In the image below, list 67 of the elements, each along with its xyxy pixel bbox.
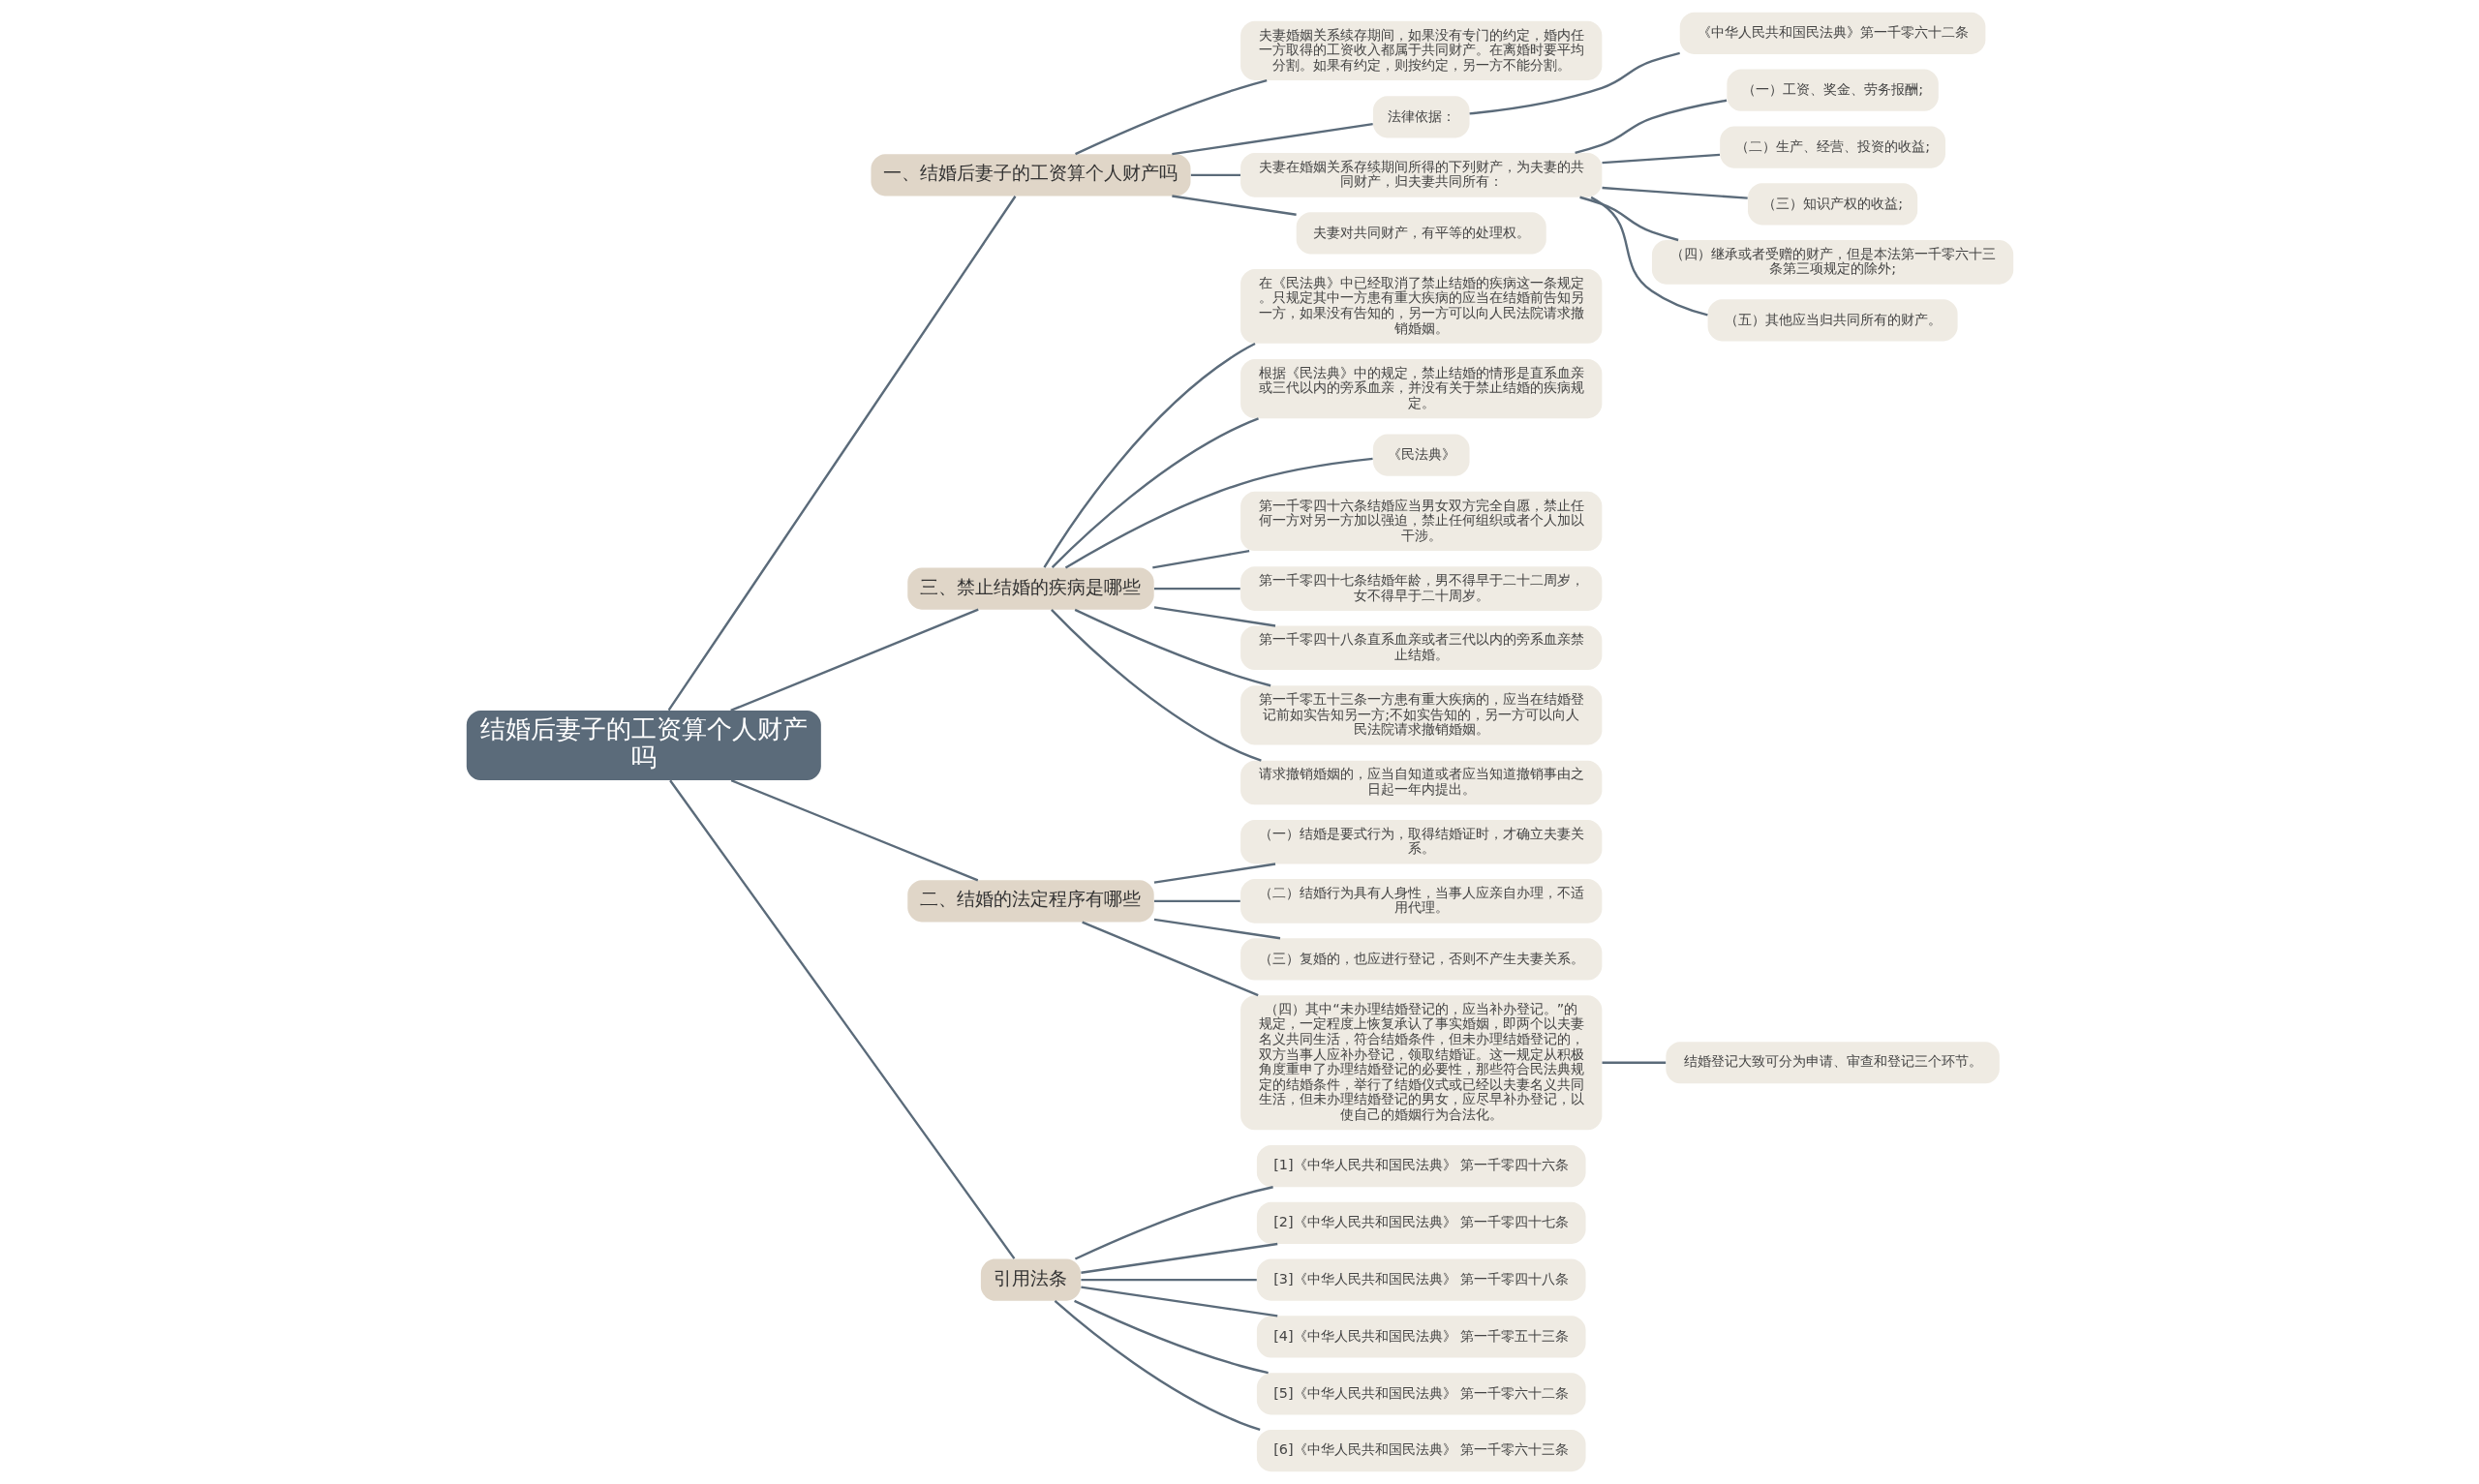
connector xyxy=(1590,196,1708,317)
connector xyxy=(1073,1299,1269,1375)
node-box: 夫妻对共同财产，有平等的处理权。 xyxy=(1296,212,1546,255)
node-box: （二）结婚行为具有人身性，当事人应亲自办理，不适用代理。 xyxy=(1240,879,1602,924)
node-box: （三）知识产权的收益; xyxy=(1747,183,1917,226)
connector xyxy=(1469,51,1680,115)
node-box: 二、结婚的法定程序有哪些 xyxy=(906,880,1154,923)
node-box: [4]《中华人民共和国民法典》 第一千零五十三条 xyxy=(1256,1316,1586,1358)
connector xyxy=(1074,608,1270,687)
connector xyxy=(1151,549,1249,569)
node-box: 《民法典》 xyxy=(1372,434,1470,476)
connector xyxy=(1080,1242,1277,1274)
node-box: 引用法条 xyxy=(980,1258,1081,1301)
connector xyxy=(1050,609,1262,762)
node-box: （五）其他应当归共同所有的财产。 xyxy=(1707,299,1958,342)
node-box: 三、禁止结婚的疾病是哪些 xyxy=(906,567,1154,610)
node-box: 夫妻在婚姻关系存续期间所得的下列财产，为夫妻的共同财产，归夫妻共同所有： xyxy=(1240,153,1602,197)
node-box: 第一千零四十六条结婚应当男女双方完全自愿，禁止任何一方对另一方加以强迫，禁止任何组织或者个人加以干涉。 xyxy=(1240,491,1602,552)
node-box: （四）继承或者受赠的财产，但是本法第一千零六十三条第三项规定的除外; xyxy=(1651,240,2013,285)
node-box: 结婚登记大致可分为申请、审查和登记三个环节。 xyxy=(1665,1042,2000,1084)
connector xyxy=(1153,863,1275,884)
connector xyxy=(1081,921,1259,997)
connector xyxy=(1051,417,1259,568)
connector xyxy=(1042,342,1256,568)
node-box: （二）生产、经营、投资的收益; xyxy=(1719,126,1945,168)
node-box: [2]《中华人民共和国民法典》 第一千零四十七条 xyxy=(1256,1201,1586,1244)
node-box: [5]《中华人民共和国民法典》 第一千零六十二条 xyxy=(1256,1373,1586,1415)
node-box: 根据《民法典》中的规定，禁止结婚的情形是直系血亲或三代以内的旁系血亲，并没有关于禁止结婚的疾病规定。 xyxy=(1240,359,1602,419)
node-box: 法律依据： xyxy=(1372,96,1470,138)
node-box: 夫妻婚姻关系续存期间，如果没有专门的约定，婚内任一方取得的工资收入都属于共同财产。在离婚时要平均分割。如果有约定，则按约定，另一方不能分割。 xyxy=(1240,20,1602,80)
connector xyxy=(1080,1278,1257,1282)
connector xyxy=(667,196,1016,712)
connector xyxy=(1074,78,1267,156)
connector xyxy=(1574,99,1727,155)
connector xyxy=(1064,457,1373,569)
connector xyxy=(1080,1286,1277,1317)
connector xyxy=(1171,195,1297,216)
node-box: 一、结婚后妻子的工资算个人财产吗 xyxy=(870,154,1190,197)
node-box: [1]《中华人民共和国民法典》 第一千零四十六条 xyxy=(1256,1144,1586,1188)
node-box: 第一千零四十七条结婚年龄，男不得早于二十二周岁，女不得早于二十周岁。 xyxy=(1240,566,1602,611)
connector xyxy=(1171,122,1373,156)
node-box: （三）复婚的，也应进行登记，否则不产生夫妻关系。 xyxy=(1240,938,1602,981)
node-box: （四）其中“未办理结婚登记的，应当补办登记。”的规定，一定程度上恢复承认了事实婚姻，即两个以夫妻名义共同生活，符合结婚条件，但未办理结婚登记的，双方当事人应补办登记，领取结婚证。这一规定从积极角度重申了办理结婚登记的必要性，那些符合民法典规定的结婚条件，举行了结婚仪式或已经以夫妻名义共同生活，但未办理结婚登记的男女，应尽早补办登记，以使自己的婚姻行为合法化。 xyxy=(1240,995,1602,1131)
connector xyxy=(668,779,1015,1259)
connector xyxy=(1153,606,1275,627)
connector xyxy=(1601,153,1720,165)
node-box: 第一千零四十八条直系血亲或者三代以内的旁系血亲禁止结婚。 xyxy=(1240,625,1602,671)
connector xyxy=(1153,918,1280,940)
connector xyxy=(1190,173,1240,177)
connector xyxy=(1153,587,1240,591)
node-box: 结婚后妻子的工资算个人财产吗 xyxy=(466,711,821,781)
node-box: （一）结婚是要式行为，取得结婚证时，才确立夫妻关系。 xyxy=(1240,819,1602,864)
node-box: [3]《中华人民共和国民法典》 第一千零四十八条 xyxy=(1256,1258,1586,1301)
connector xyxy=(1153,899,1240,903)
connector xyxy=(1602,1061,1666,1064)
node-box: 在《民法典》中已经取消了禁止结婚的疾病这一条规定。只规定其中一方患有重大疾病的应当在结婚前告知另一方，如果没有告知的，另一方可以向人民法院请求撤销婚姻。 xyxy=(1240,269,1602,344)
node-box: [6]《中华人民共和国民法典》 第一千零六十三条 xyxy=(1256,1430,1586,1472)
node-box: 第一千零五十三条一方患有重大疾病的，应当在结婚登记前如实告知另一方;不如实告知的，另一方可以向人民法院请求撤销婚姻。 xyxy=(1240,685,1602,745)
connector xyxy=(1074,1186,1273,1260)
connector xyxy=(1601,186,1748,199)
node-box: （一）工资、奖金、劳务报酬; xyxy=(1726,69,1939,111)
node-box: 请求撤销婚姻的，应当自知道或者应当知道撤销事由之日起一年内提出。 xyxy=(1240,760,1602,805)
node-box: 《中华人民共和国民法典》第一千零六十二条 xyxy=(1679,12,1985,54)
connector xyxy=(1578,196,1678,242)
connector xyxy=(730,779,978,882)
connector xyxy=(729,608,979,712)
connector xyxy=(1054,1299,1261,1431)
